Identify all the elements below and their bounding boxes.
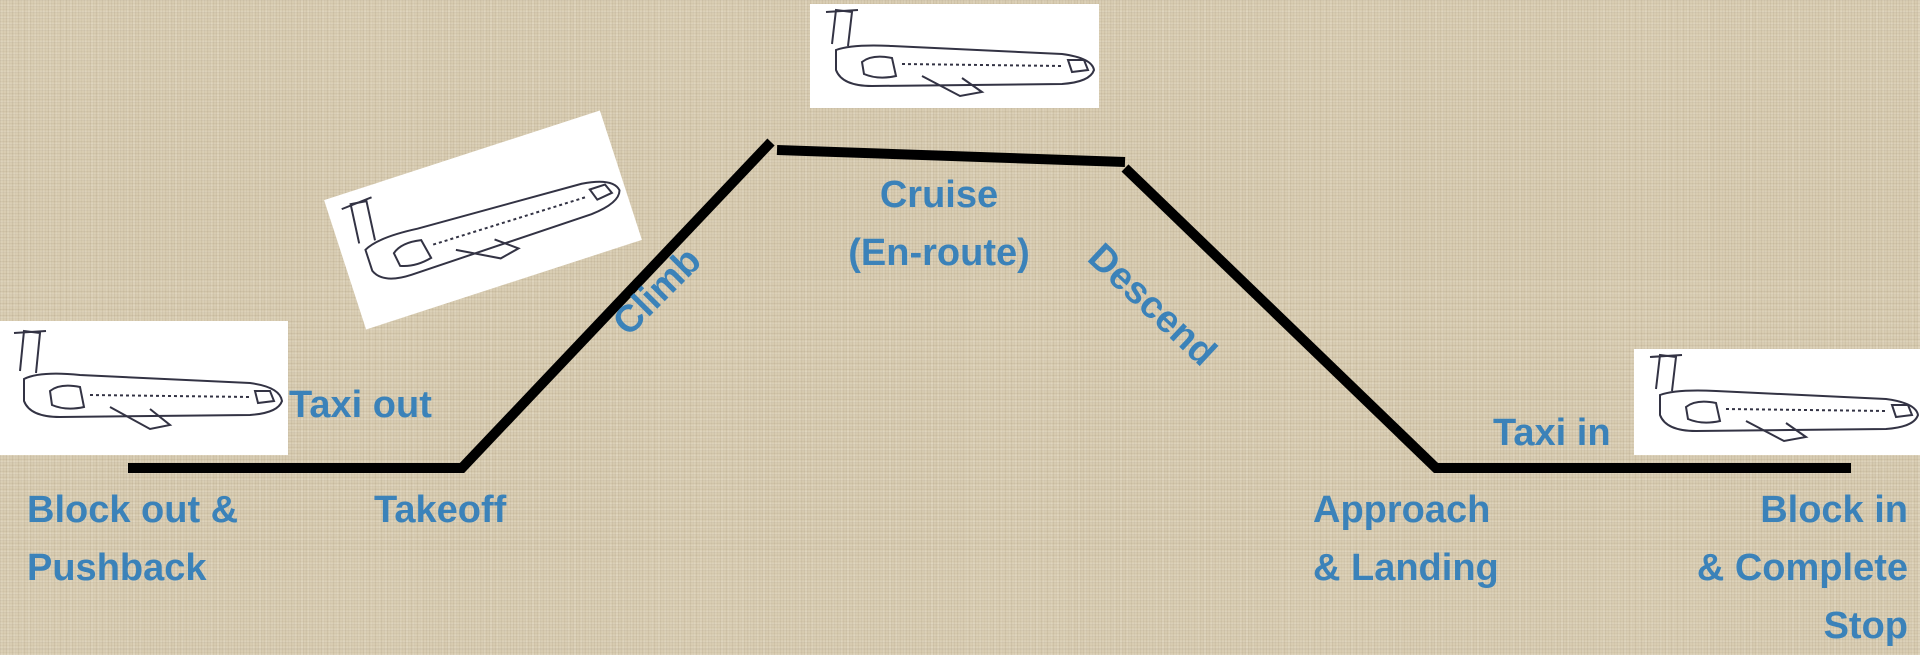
label-taxi-out: Taxi out — [289, 384, 432, 426]
profile-line-cruise — [776, 145, 1126, 167]
label-approach-line1: Approach — [1313, 489, 1491, 531]
label-cruise: Cruise (En-route) — [834, 166, 1044, 282]
label-block-out-line2: Pushback — [27, 547, 207, 589]
label-block-in-line3: Stop — [1823, 605, 1908, 647]
label-block-out: Block out & Pushback — [27, 481, 238, 597]
plane-arrival-icon — [1634, 349, 1920, 455]
label-block-in-line1: Block in — [1760, 489, 1908, 531]
label-approach: Approach & Landing — [1313, 481, 1499, 597]
profile-line-departure — [128, 138, 775, 473]
label-cruise-line1: Cruise — [879, 174, 999, 216]
label-block-in-line2: & Complete — [1696, 547, 1908, 589]
plane-climb-icon — [324, 110, 642, 330]
plane-gate-icon — [0, 321, 288, 455]
label-approach-line2: & Landing — [1313, 547, 1499, 589]
profile-line-arrival — [1121, 164, 1851, 473]
plane-cruise-icon — [810, 4, 1099, 108]
label-takeoff: Takeoff — [374, 489, 507, 531]
label-block-out-line1: Block out & — [27, 489, 239, 531]
label-cruise-line2: (En-route) — [848, 232, 1030, 274]
label-block-in: Block in & Complete Stop — [1660, 481, 1908, 655]
label-taxi-in: Taxi in — [1493, 412, 1611, 454]
